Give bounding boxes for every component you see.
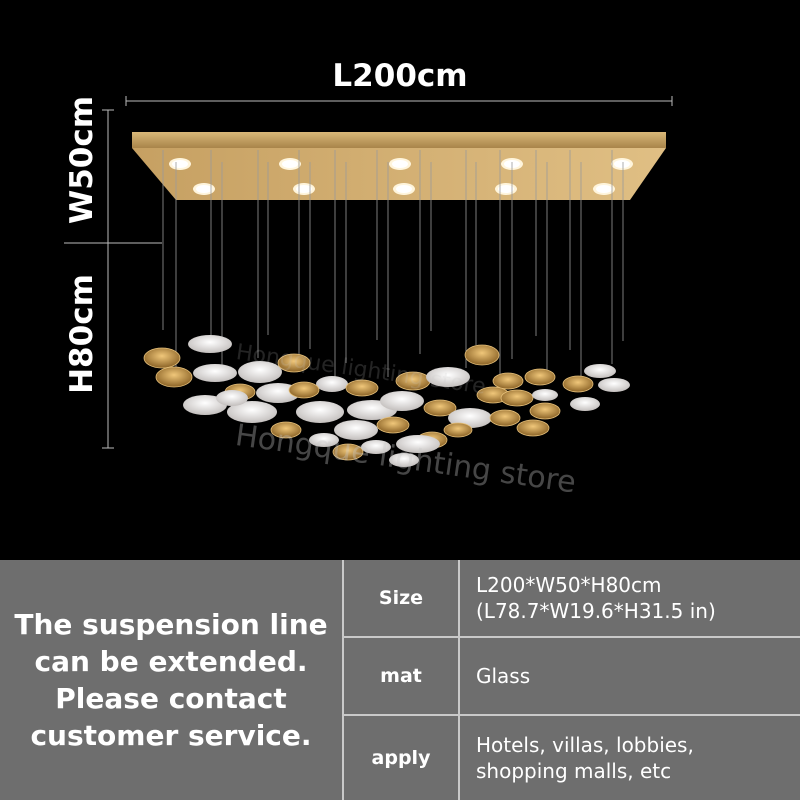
suspension-wires [162,150,624,387]
white-glass-disc [309,433,339,447]
gold-glass-disc [332,443,364,461]
length-label: L200cm [332,58,468,94]
spec-value: Hotels, villas, lobbies, shopping malls,… [476,716,796,800]
white-glass-disc [334,420,378,440]
contact-note-line: can be extended. [34,645,308,678]
spec-panel: The suspension line can be extended. Ple… [0,560,800,800]
gold-glass-disc [288,381,320,399]
white-glass-disc [238,361,282,383]
white-glass-disc [570,397,600,411]
spec-value-line: L200*W50*H80cm [476,573,662,597]
white-glass-disc [361,440,391,454]
white-glass-disc [316,376,348,392]
white-glass-disc [183,395,227,415]
white-glass-disc [216,390,248,406]
height-dimension-line [64,109,162,449]
spec-row-size: Size L200*W50*H80cm (L78.7*W19.6*H31.5 i… [344,560,800,638]
white-glass-disc [193,364,237,382]
gold-glass-disc [464,344,500,366]
canopy-light-glow [596,185,612,193]
spec-value: L200*W50*H80cm (L78.7*W19.6*H31.5 in) [476,560,796,636]
height-label: H80cm [64,274,100,394]
product-photo: L200cm W50cm H80cm Hongque lighting stor… [64,58,673,501]
white-glass-disc [296,401,344,423]
gold-glass-disc [423,399,457,417]
canopy-light-glow [282,160,298,168]
spec-row-apply: apply Hotels, villas, lobbies, shopping … [344,716,800,800]
gold-glass-disc [345,379,379,397]
length-dimension-line [125,96,673,106]
white-glass-disc [598,378,630,392]
contact-note-line: The suspension line [14,608,328,641]
gold-glass-disc [143,347,181,369]
gold-glass-disc [443,422,473,438]
gold-glass-disc [562,375,594,393]
white-glass-disc [584,364,616,378]
spec-value-line: (L78.7*W19.6*H31.5 in) [476,599,716,623]
gold-glass-disc [155,366,193,388]
spec-key: mat [344,638,460,714]
glass-discs [143,335,630,467]
spec-key: apply [344,716,460,800]
spec-value-line: Glass [476,664,531,688]
spec-key: Size [344,560,460,636]
gold-glass-disc [492,372,524,390]
spec-value: Glass [476,638,796,714]
canopy-light-glow [498,185,514,193]
contact-note-line: Please contact [55,682,287,715]
white-glass-disc [227,401,277,423]
white-glass-disc [396,435,440,453]
gold-glass-disc [277,353,311,373]
white-glass-disc [380,391,424,411]
gold-glass-disc [376,416,410,434]
canopy-light-glow [172,160,188,168]
white-glass-disc [256,383,300,403]
spec-row-material: mat Glass [344,638,800,716]
gold-glass-disc [516,419,550,437]
white-glass-disc [188,335,232,353]
gold-glass-disc [524,368,556,386]
gold-glass-disc [529,402,561,420]
chandelier-illustration [64,96,673,467]
gold-glass-disc [489,409,521,427]
width-label: W50cm [64,95,100,224]
white-glass-disc [532,389,558,401]
contact-note-text: The suspension line can be extended. Ple… [14,606,327,754]
spec-table: Size L200*W50*H80cm (L78.7*W19.6*H31.5 i… [342,560,800,800]
canopy-light-glow [196,185,212,193]
canopy-light-glow [614,160,630,168]
canopy-light-glow [392,160,408,168]
gold-glass-disc [500,389,534,407]
white-glass-disc [426,367,470,387]
gold-glass-disc [270,421,302,439]
canopy-light-glow [296,185,312,193]
white-glass-disc [389,453,419,467]
contact-note-line: customer service. [30,719,312,752]
canopy-light-glow [396,185,412,193]
contact-note: The suspension line can be extended. Ple… [0,560,342,800]
spec-value-line: Hotels, villas, lobbies, [476,733,694,757]
spec-value-line: shopping malls, etc [476,759,672,783]
